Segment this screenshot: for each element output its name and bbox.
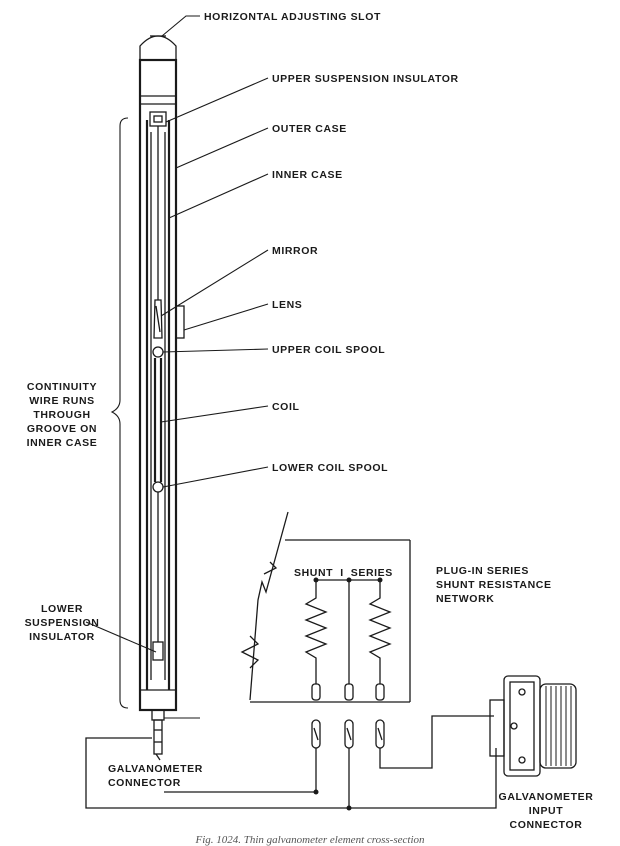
label-shunt-series: SHUNT I SERIES xyxy=(294,567,393,579)
galvanometer-input-connector xyxy=(489,675,577,777)
svg-text:GROOVE ON: GROOVE ON xyxy=(27,423,97,435)
svg-text:PLUG-IN SERIES: PLUG-IN SERIES xyxy=(436,565,529,577)
label-inner-case: INNER CASE xyxy=(272,169,343,181)
shunt-resistance-network xyxy=(240,511,411,749)
labels: HORIZONTAL ADJUSTING SLOT UPPER SUSPENSI… xyxy=(25,11,594,846)
label-horizontal-adjusting-slot: HORIZONTAL ADJUSTING SLOT xyxy=(204,11,381,23)
wiring xyxy=(85,715,497,811)
label-galvanometer-connector: GALVANOMETER CONNECTOR xyxy=(108,763,203,789)
leader-lines xyxy=(85,15,269,719)
label-galvanometer-input-connector: GALVANOMETER INPUT CONNECTOR xyxy=(499,791,594,831)
galvanometer-element xyxy=(138,35,185,761)
svg-text:SHUNT RESISTANCE: SHUNT RESISTANCE xyxy=(436,579,552,591)
svg-text:SUSPENSION: SUSPENSION xyxy=(25,617,100,629)
figure-caption: Fig. 1024. Thin galvanometer element cro… xyxy=(194,834,425,846)
svg-text:CONNECTOR: CONNECTOR xyxy=(510,819,583,831)
label-outer-case: OUTER CASE xyxy=(272,123,347,135)
svg-text:WIRE RUNS: WIRE RUNS xyxy=(29,395,94,407)
label-mirror: MIRROR xyxy=(272,245,318,257)
label-plug-in-network: PLUG-IN SERIES SHUNT RESISTANCE NETWORK xyxy=(436,565,552,605)
label-continuity-wire: CONTINUITY WIRE RUNS THROUGH GROOVE ON I… xyxy=(27,381,98,449)
svg-text:GALVANOMETER: GALVANOMETER xyxy=(499,791,594,803)
svg-text:NETWORK: NETWORK xyxy=(436,593,494,605)
label-upper-suspension-insulator: UPPER SUSPENSION INSULATOR xyxy=(272,73,459,85)
svg-text:INSULATOR: INSULATOR xyxy=(29,631,95,643)
label-lower-suspension-insulator: LOWER SUSPENSION INSULATOR xyxy=(25,603,100,643)
svg-text:CONNECTOR: CONNECTOR xyxy=(108,777,181,789)
label-lens: LENS xyxy=(272,299,302,311)
label-upper-coil-spool: UPPER COIL SPOOL xyxy=(272,344,385,356)
label-coil: COIL xyxy=(272,401,299,413)
svg-text:LOWER: LOWER xyxy=(41,603,83,615)
svg-text:GALVANOMETER: GALVANOMETER xyxy=(108,763,203,775)
svg-text:INNER CASE: INNER CASE xyxy=(27,437,98,449)
svg-text:INPUT: INPUT xyxy=(529,805,564,817)
svg-text:THROUGH: THROUGH xyxy=(33,409,90,421)
label-lower-coil-spool: LOWER COIL SPOOL xyxy=(272,462,388,474)
svg-text:CONTINUITY: CONTINUITY xyxy=(27,381,97,393)
